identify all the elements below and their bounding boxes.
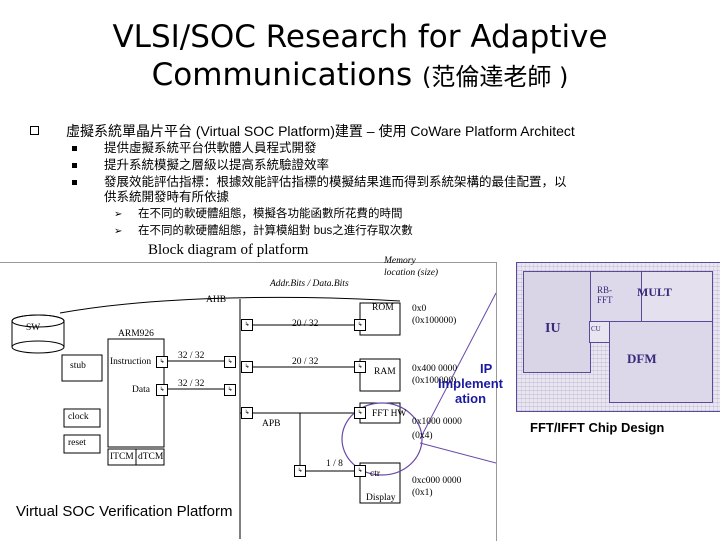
port-icon: ↳ bbox=[294, 465, 306, 477]
port-icon: ↳ bbox=[241, 361, 253, 373]
bus-width-label: 32 / 32 bbox=[178, 379, 205, 389]
dfm-block bbox=[609, 321, 713, 403]
stub-label: stub bbox=[70, 361, 86, 371]
title-line-1: VLSI/SOC Research for Adaptive bbox=[112, 19, 608, 55]
rom-address: 0x0 (0x100000) bbox=[412, 304, 457, 326]
bullet-3-cont: 供系統開發時有所依據 bbox=[104, 190, 230, 204]
addr-bits-label: Addr.Bits / Data.Bits bbox=[270, 279, 349, 289]
ram-address: 0x400 0000 (0x100000) bbox=[412, 364, 458, 386]
port-icon: ↳ bbox=[354, 319, 366, 331]
port-icon: ↳ bbox=[156, 384, 168, 396]
bus-width-label: 20 / 32 bbox=[292, 319, 319, 329]
title-suffix: (范倫達老師 ) bbox=[422, 63, 569, 91]
sub-bullet-2: 在不同的軟硬體組態，計算模組對 bus之進行存取次數 bbox=[138, 225, 413, 237]
square-bullet-icon bbox=[72, 146, 77, 151]
iu-block bbox=[523, 271, 591, 373]
chip-caption: FFT/IFFT Chip Design bbox=[530, 420, 665, 435]
bus-width-label: 20 / 32 bbox=[292, 357, 319, 367]
port-icon: ↳ bbox=[224, 356, 236, 368]
square-bullet-icon bbox=[72, 180, 77, 185]
arrow-bullet-icon: ➢ bbox=[114, 209, 123, 220]
bullet-2: 提升系統模擬之層級以提高系統驗證效率 bbox=[104, 158, 330, 172]
ahb-label: AHB bbox=[206, 295, 227, 305]
apb-label: APB bbox=[262, 419, 281, 429]
port-icon: ↳ bbox=[156, 356, 168, 368]
clock-label: clock bbox=[68, 412, 89, 422]
title-line-2-main: Communications bbox=[151, 57, 413, 93]
dtcm-label: dTCM bbox=[138, 452, 164, 462]
rb-fft-label: RB- FFT bbox=[597, 285, 613, 305]
bullet-3: 發展效能評估指標：根據效能評估指標的模擬結果進而得到系統架構的最佳配置，以 bbox=[104, 175, 567, 189]
slide-title: VLSI/SOC Research for Adaptive Communica… bbox=[0, 18, 720, 96]
bullet-1: 提供虛擬系統平台供軟體人員程式開發 bbox=[104, 141, 317, 155]
mult-label: MULT bbox=[637, 285, 672, 299]
itcm-label: ITCM bbox=[110, 452, 134, 462]
diagram-title: Block diagram of platform bbox=[148, 242, 309, 258]
sub-bullet-1: 在不同的軟硬體組態，模擬各功能函數所花費的時間 bbox=[138, 208, 403, 220]
arm-label: ARM926 bbox=[118, 329, 154, 339]
bus-width-label: 1 / 8 bbox=[326, 459, 343, 469]
iu-label: IU bbox=[545, 321, 561, 336]
port-icon: ↳ bbox=[354, 407, 366, 419]
ip-implementation-label: IP Implement ation bbox=[438, 361, 504, 406]
chip-layout-image: RB- FFT MULT IU CU DFM bbox=[516, 262, 720, 412]
bus-width-label: 32 / 32 bbox=[178, 351, 205, 361]
dfm-label: DFM bbox=[627, 351, 657, 366]
port-icon: ↳ bbox=[354, 361, 366, 373]
display-label: Display bbox=[366, 493, 396, 503]
port-icon: ↳ bbox=[224, 384, 236, 396]
fft-hw-label: FFT HW bbox=[372, 409, 407, 419]
instruction-label: Instruction bbox=[110, 357, 152, 367]
memory-location-label: Memory location (size) bbox=[384, 256, 439, 278]
port-icon: ↳ bbox=[241, 319, 253, 331]
mult-block bbox=[641, 271, 713, 323]
main-bullet-text: 虛擬系統單晶片平台 (Virtual SOC Platform)建置 – 使用 … bbox=[66, 123, 575, 139]
square-bullet-icon bbox=[72, 163, 77, 168]
port-icon: ↳ bbox=[241, 407, 253, 419]
verification-platform-label: Virtual SOC Verification Platform bbox=[16, 503, 233, 520]
sw-label: SW bbox=[26, 323, 41, 333]
hollow-square-bullet-icon bbox=[30, 126, 39, 135]
platform-diagram: ↳ ↳ ↳ ↳ ↳ ↳ ↳ ↳ ↳ ↳ ↳ ↳ Memory location … bbox=[0, 256, 503, 541]
cu-label: CU bbox=[591, 325, 601, 333]
port-icon: ↳ bbox=[354, 465, 366, 477]
reset-label: reset bbox=[68, 438, 86, 448]
ctr-address: 0xc000 0000 (0x1) bbox=[412, 476, 462, 498]
title-line-2: Communications (范倫達老師 ) bbox=[0, 56, 720, 96]
rom-label: ROM bbox=[372, 303, 394, 313]
ram-label: RAM bbox=[374, 367, 396, 377]
fft-address: 0x1000 0000 (0x4) bbox=[412, 417, 462, 441]
arrow-bullet-icon: ➢ bbox=[114, 226, 123, 237]
diagram-lines bbox=[11, 292, 496, 539]
ctr-label: ctr bbox=[370, 469, 381, 479]
data-label: Data bbox=[132, 385, 150, 395]
